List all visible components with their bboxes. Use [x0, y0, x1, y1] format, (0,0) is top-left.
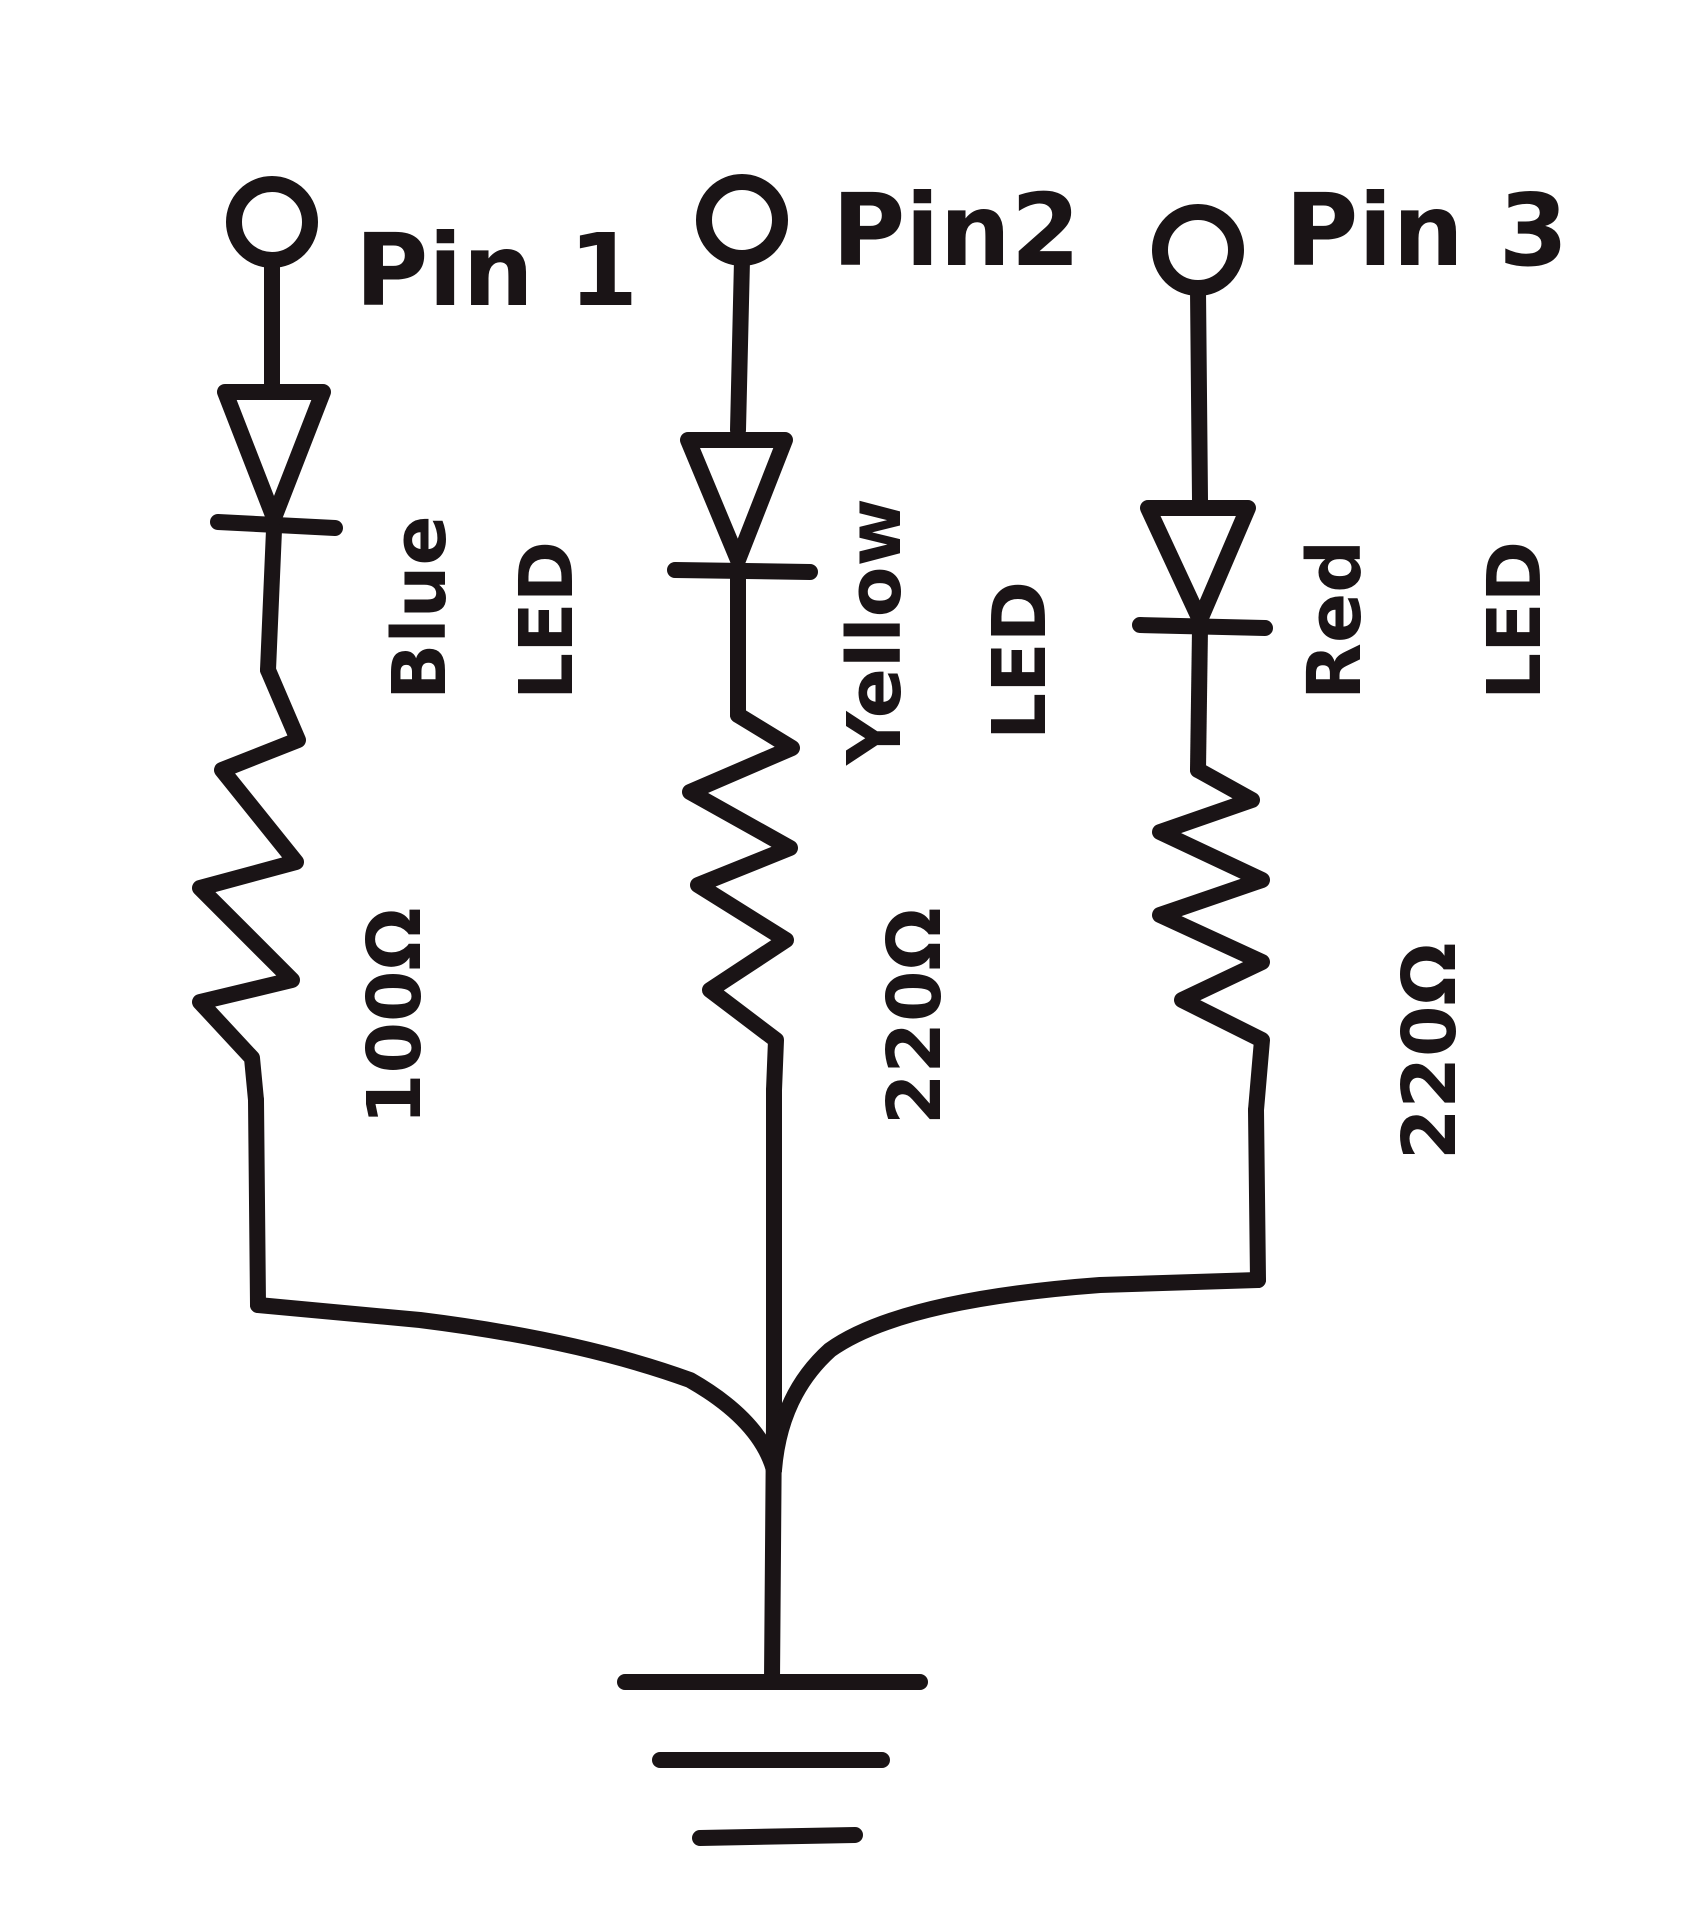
yellow-led-diode-triangle [680, 432, 793, 568]
red-led-to-resistor-wire [1190, 620, 1208, 778]
resistor-220-ohm-b [1152, 762, 1270, 1118]
yellow-led-type-label: LED [977, 581, 1063, 740]
ground-symbol [617, 1674, 928, 1846]
red-led-type-label: LED [1472, 541, 1558, 700]
common-return [250, 1272, 1266, 1688]
resistor-2-value-label: 220Ω [872, 908, 958, 1125]
pin-3-wire [1190, 282, 1208, 508]
pin-3-label: Pin 3 [1285, 172, 1568, 289]
ground-bar-short [692, 1827, 863, 1846]
blue-led-diode-triangle [217, 384, 331, 526]
resistor-1-value-label: 100Ω [352, 908, 438, 1125]
pin-1-terminal [226, 176, 318, 268]
right-branch-join-wire [766, 1272, 1266, 1478]
branch-2: Pin2 Yellow LED 220Ω [667, 172, 1080, 1428]
blue-led-type-label: LED [504, 541, 590, 700]
branch-3-return-wire [1248, 1102, 1266, 1288]
resistor-100-ohm [192, 662, 306, 1108]
resistor-220-ohm-a [682, 707, 800, 1098]
branch-1: Pin 1 Blue LED 100Ω [192, 176, 638, 1313]
yellow-led-color-label: Yellow [832, 498, 918, 766]
pin-3-terminal [1152, 204, 1244, 296]
pin-2-label: Pin2 [832, 172, 1080, 289]
pin-2-wire [730, 252, 750, 438]
red-led-color-label: Red [1292, 540, 1378, 700]
left-branch-join-wire [250, 1297, 782, 1478]
red-led-diode-triangle [1140, 500, 1256, 628]
pin-1-label: Pin 1 [355, 212, 638, 329]
blue-led-to-resistor-wire [260, 522, 282, 678]
branch-1-return-wire [248, 1092, 266, 1313]
ground-lead-wire [764, 1412, 782, 1688]
branch-3: Pin 3 Red LED 220Ω [1132, 172, 1568, 1288]
resistor-3-value-label: 220Ω [1387, 943, 1473, 1160]
blue-led-color-label: Blue [377, 515, 463, 700]
pin-2-terminal [696, 174, 788, 266]
